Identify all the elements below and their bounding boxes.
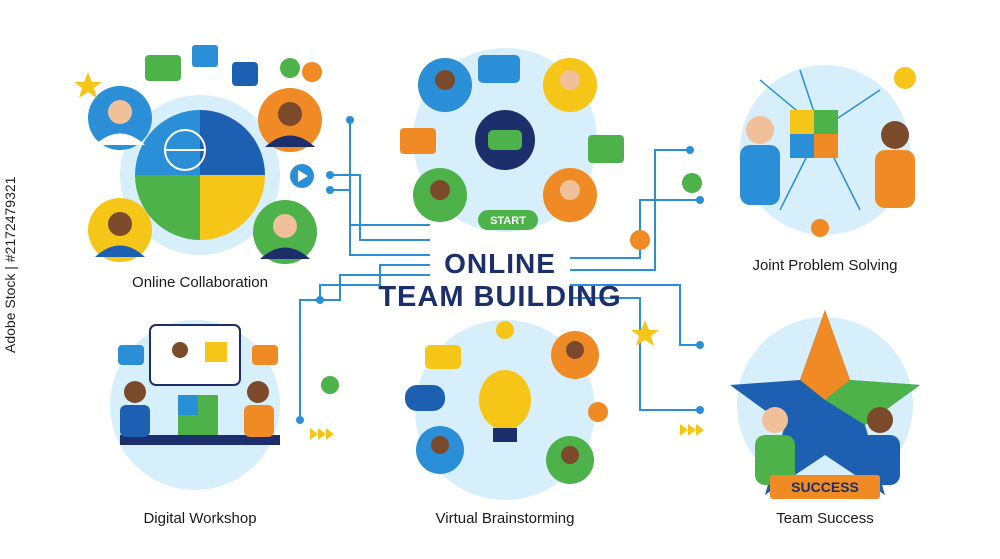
chat-bubble-icon bbox=[118, 345, 144, 365]
label-team-success: Team Success bbox=[776, 510, 874, 527]
puzzle-piece-icon bbox=[205, 342, 227, 362]
chat-bubble-icon bbox=[425, 345, 461, 369]
chevron-arrows bbox=[310, 424, 704, 440]
label-digital-workshop: Digital Workshop bbox=[143, 510, 257, 527]
virtual-brainstorming-illustration bbox=[405, 320, 608, 500]
person-figure bbox=[762, 407, 788, 433]
chat-bubble-icon bbox=[588, 135, 624, 163]
start-button bbox=[478, 210, 538, 230]
label-online-collaboration: Online Collaboration bbox=[132, 274, 268, 291]
cloud-chat-icon bbox=[405, 385, 445, 411]
chat-bubble-icon bbox=[488, 130, 522, 150]
digital-workshop-illustration bbox=[110, 320, 339, 490]
table bbox=[120, 435, 280, 445]
success-banner bbox=[770, 475, 880, 499]
circuit-nodes bbox=[296, 116, 704, 424]
success-label: SUCCESS bbox=[791, 479, 859, 495]
puzzle-cube-icon bbox=[790, 110, 814, 134]
joint-problem-solving-illustration bbox=[630, 65, 916, 250]
thumbs-up-icon bbox=[232, 62, 258, 86]
gear-icon bbox=[321, 376, 339, 394]
title-line-1: ONLINE bbox=[444, 248, 556, 279]
person-figure bbox=[881, 121, 909, 149]
video-camera-icon bbox=[192, 45, 218, 67]
chat-bubble-icon bbox=[478, 55, 520, 83]
start-label: START bbox=[490, 215, 526, 227]
star-icon bbox=[74, 72, 102, 98]
lightbulb-icon bbox=[894, 67, 916, 89]
page-title: ONLINE TEAM BUILDING bbox=[360, 248, 640, 314]
gear-icon bbox=[280, 58, 300, 78]
gear-icon bbox=[630, 230, 650, 250]
label-virtual-brainstorming: Virtual Brainstorming bbox=[435, 510, 575, 527]
person-figure bbox=[746, 116, 774, 144]
presentation-screen bbox=[149, 324, 241, 386]
gear-icon bbox=[302, 62, 322, 82]
stock-id-text: Adobe Stock | #2172479321 bbox=[2, 176, 18, 353]
avatar bbox=[253, 200, 317, 264]
avatar bbox=[88, 198, 152, 262]
online-collaboration-illustration bbox=[74, 45, 322, 264]
video-icon bbox=[252, 345, 278, 365]
virtual-meeting-illustration: START bbox=[400, 48, 624, 232]
person-figure bbox=[867, 407, 893, 433]
chat-bubble-icon bbox=[400, 128, 436, 154]
avatar bbox=[88, 86, 152, 150]
person-figure bbox=[124, 381, 146, 403]
gear-icon bbox=[588, 402, 608, 422]
label-joint-problem-solving: Joint Problem Solving bbox=[752, 257, 898, 274]
puzzle-globe-icon bbox=[135, 110, 265, 240]
person-figure bbox=[247, 381, 269, 403]
chat-bubble-icon bbox=[145, 55, 181, 81]
lightbulb-icon bbox=[479, 370, 531, 430]
team-success-illustration: SUCCESS bbox=[631, 310, 920, 499]
avatar bbox=[258, 88, 322, 152]
lightbulb-icon bbox=[496, 321, 514, 339]
gear-icon bbox=[682, 173, 702, 193]
star-icon bbox=[730, 310, 920, 495]
title-line-2: TEAM BUILDING bbox=[378, 281, 622, 313]
circuit-lines bbox=[299, 120, 700, 420]
star-icon bbox=[631, 320, 659, 346]
gear-icon bbox=[811, 219, 829, 237]
